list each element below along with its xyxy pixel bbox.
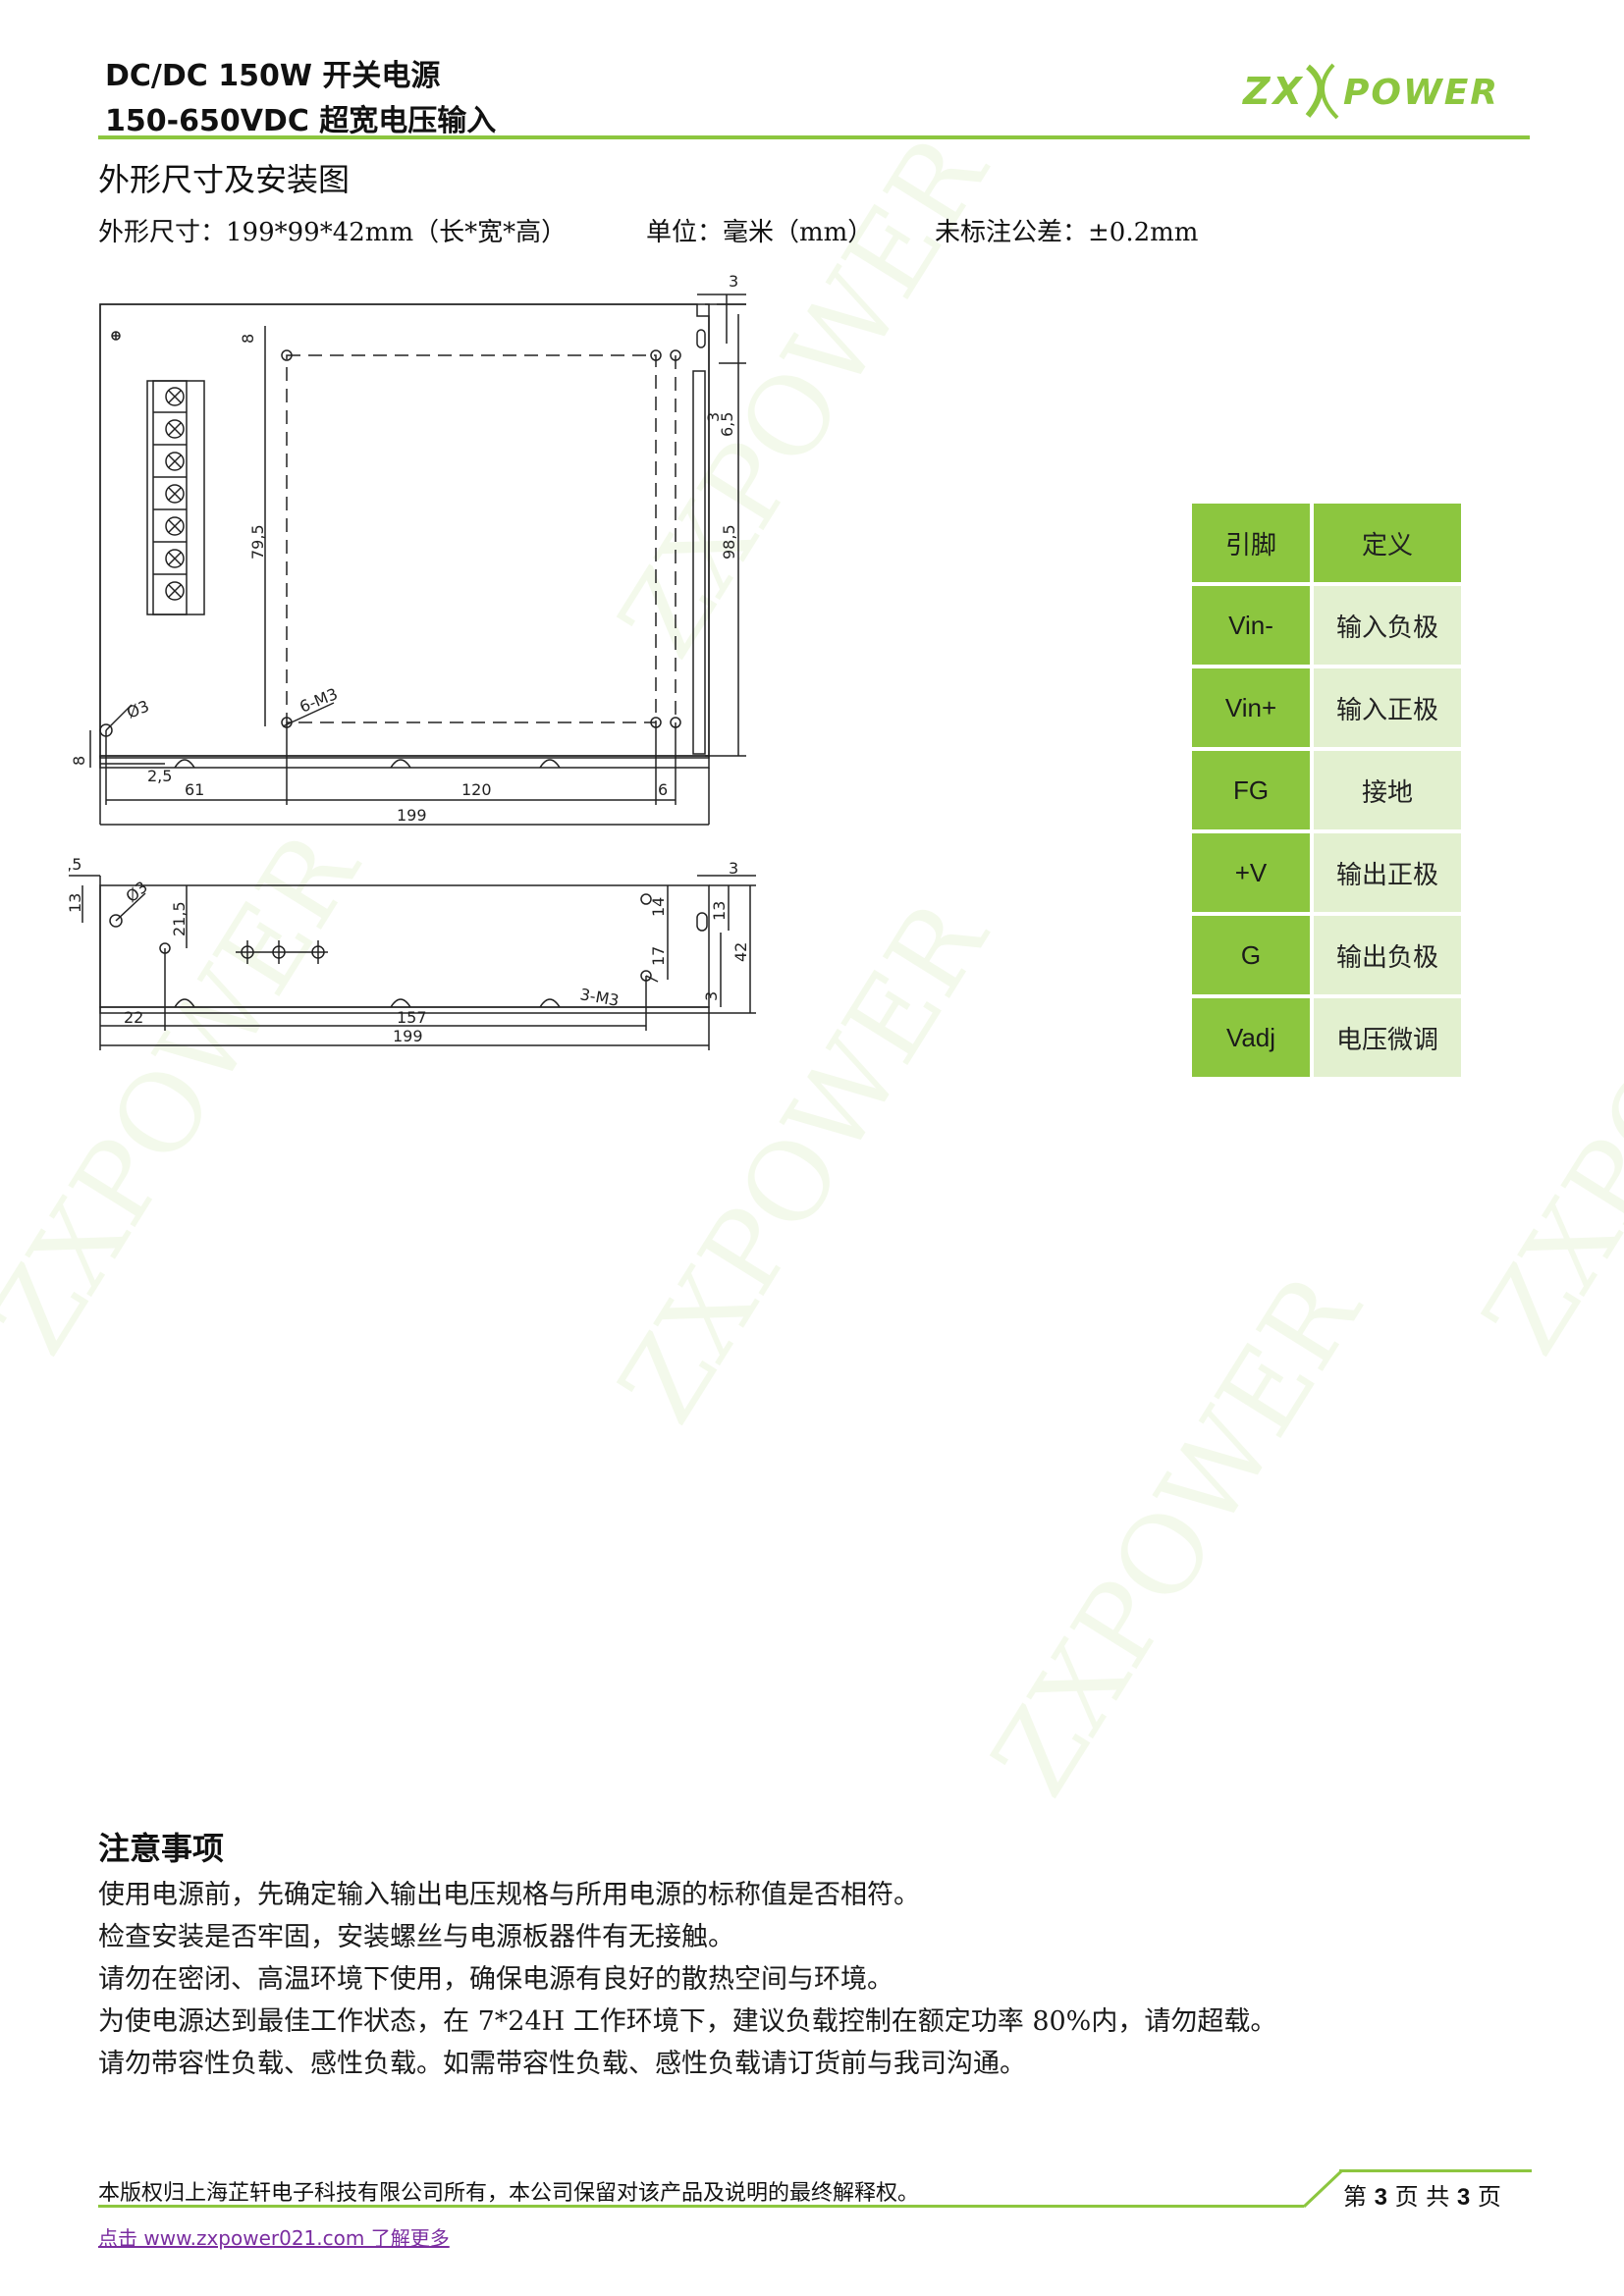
website-link[interactable]: 点击 www.zxpower021.com 了解更多: [98, 2226, 450, 2250]
section-title: 外形尺寸及安装图: [98, 161, 351, 198]
definition-cell: 输出负极: [1314, 916, 1461, 994]
pin-definition-table: 引脚 定义 Vin- 输入负极 Vin+ 输入正极 FG 接地 +V 输出正极 …: [1188, 500, 1465, 1081]
note-item: 为使电源达到最佳工作状态，在 7*24H 工作环境下，建议负载控制在额定功率 8…: [98, 2006, 1277, 2037]
pin-cell: FG: [1192, 751, 1310, 829]
dim-label: 120: [461, 780, 492, 799]
dim-label: 13: [69, 893, 84, 913]
dim-label: 13: [710, 901, 729, 921]
dim-label: 42: [731, 942, 750, 962]
table-row: FG 接地: [1192, 751, 1461, 829]
document-subtitle: 150-650VDC 超宽电压输入: [105, 104, 497, 138]
dim-label: 157: [397, 1008, 427, 1027]
table-row: Vadj 电压微调: [1192, 998, 1461, 1077]
definition-cell: 电压微调: [1314, 998, 1461, 1077]
dim-label: 5,5: [69, 855, 81, 874]
definition-cell: 输入负极: [1314, 586, 1461, 665]
watermark: ZXPOWER: [1458, 812, 1624, 1375]
dim-label: Ø3: [122, 878, 151, 906]
dim-label: 22: [124, 1008, 143, 1027]
dim-label: 14: [649, 897, 668, 917]
page-mid: 页 共: [1394, 2183, 1450, 2211]
pin-cell: G: [1192, 916, 1310, 994]
footer-divider-slash: [1302, 2169, 1343, 2209]
dim-label: 61: [185, 780, 204, 799]
watermark: ZXPOWER: [967, 1254, 1384, 1817]
pin-cell: Vadj: [1192, 998, 1310, 1077]
dim-label: 6-M3: [297, 684, 340, 717]
dim-label: 3: [704, 412, 723, 422]
page-suffix: 页: [1477, 2183, 1501, 2211]
definition-cell: 输出正极: [1314, 833, 1461, 912]
table-row: G 输出负极: [1192, 916, 1461, 994]
note-item: 检查安装是否牢固，安装螺丝与电源板器件有无接触。: [98, 1922, 734, 1952]
pin-cell: +V: [1192, 833, 1310, 912]
dim-label: 6: [658, 780, 668, 799]
dim-label: 98,5: [720, 524, 738, 560]
note-item: 请勿在密闭、高温环境下使用，确保电源有良好的散热空间与环境。: [98, 1964, 893, 1995]
svg-text:POWER: POWER: [1343, 73, 1499, 113]
dim-label: 6,5: [718, 412, 736, 437]
page-total: 3: [1456, 2184, 1471, 2211]
side-view-labels: 5,5 3 13 Ø3 21,5 14 13 17 3 42 3-M3 22 1…: [69, 855, 750, 1045]
dim-label: 3: [729, 859, 738, 878]
zxpower-logo: ZX POWER: [1242, 63, 1499, 120]
page-prefix: 第: [1343, 2183, 1367, 2211]
notes-title: 注意事项: [98, 1830, 225, 1867]
definition-cell: 输入正极: [1314, 668, 1461, 747]
document-title: DC/DC 150W 开关电源: [105, 59, 441, 93]
table-row: +V 输出正极: [1192, 833, 1461, 912]
table-row: Vin- 输入负极: [1192, 586, 1461, 665]
definition-cell: 接地: [1314, 751, 1461, 829]
dim-label: 199: [393, 1027, 423, 1045]
unit-label: 单位：毫米（mm）: [646, 218, 874, 247]
table-row: Vin+ 输入正极: [1192, 668, 1461, 747]
header-divider: [98, 135, 1530, 139]
header-definition: 定义: [1314, 504, 1461, 582]
dim-label: 17: [649, 946, 668, 966]
pin-cell: Vin+: [1192, 668, 1310, 747]
overall-dimensions: 外形尺寸：199*99*42mm（长*宽*高）: [98, 218, 568, 247]
dim-label: 8: [239, 334, 257, 344]
page-number: 第 3 页 共 3 页: [1343, 2177, 1501, 2212]
dimension-drawing: 3 8 3 6,5 79,5 98,5 6-M3 Ø3 8 2,5 61 120…: [69, 272, 756, 1050]
dim-label: 79,5: [248, 524, 267, 560]
page-current: 3: [1374, 2184, 1387, 2211]
footer-divider: [98, 2205, 1304, 2208]
side-view: [69, 875, 756, 1050]
dim-label: 3: [729, 272, 738, 291]
copyright-notice: 本版权归上海芷轩电子科技有限公司所有，本公司保留对该产品及说明的最终解释权。: [98, 2181, 920, 2206]
note-item: 请勿带容性负载、感性负载。如需带容性负载、感性负载请订货前与我司沟通。: [98, 2049, 1026, 2079]
dim-label: 8: [70, 756, 88, 766]
pin-cell: Vin-: [1192, 586, 1310, 665]
tolerance-label: 未标注公差：±0.2mm: [935, 218, 1199, 247]
dim-label: Ø3: [124, 697, 151, 722]
dim-label: 2,5: [147, 767, 172, 785]
dim-label: 3: [702, 991, 721, 1001]
dim-label: 3-M3: [578, 985, 621, 1010]
footer-divider-upper: [1339, 2169, 1532, 2172]
header-pin: 引脚: [1192, 504, 1310, 582]
terminal-screws: [153, 387, 187, 601]
top-view: [89, 294, 746, 826]
dim-label: 21,5: [170, 901, 189, 936]
svg-text:ZX: ZX: [1242, 70, 1305, 113]
dim-label: 199: [397, 806, 427, 825]
note-item: 使用电源前，先确定输入输出电压规格与所用电源的标称值是否相符。: [98, 1880, 920, 1910]
table-header-row: 引脚 定义: [1192, 504, 1461, 582]
